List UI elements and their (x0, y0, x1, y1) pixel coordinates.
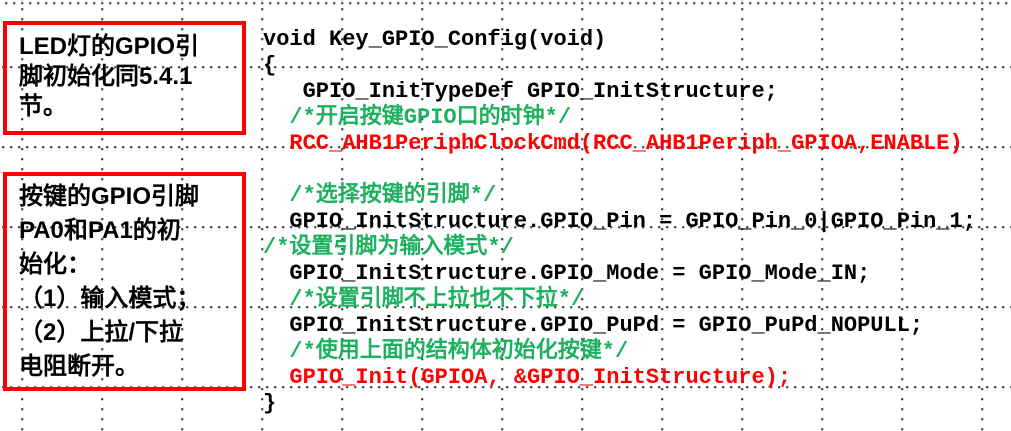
code-line: void Key_GPIO_Config(void) (263, 27, 607, 52)
code-line: GPIO_InitStructure.GPIO_Mode = GPIO_Mode… (263, 261, 871, 286)
note-text-line: 电阻断开。 (19, 353, 139, 380)
code-line: GPIO_InitStructure.GPIO_PuPd = GPIO_PuPd… (263, 313, 924, 338)
note-text-line: 脚初始化同5.4.1 (19, 63, 193, 90)
code-line: } (263, 391, 277, 416)
note-text-line: 始化： (19, 251, 91, 278)
note-box-key-gpio: 按键的GPIO引脚 PA0和PA1的初始化： （1）输入模式； （2）上拉/下拉电阻断… (3, 172, 246, 391)
note-text-line: PA0和PA1的初 (19, 217, 181, 244)
code-line: { (263, 53, 277, 78)
note-text-line: 按键的GPIO引脚 (19, 183, 200, 210)
code-block: void Key_GPIO_Config(void){ GPIO_InitTyp… (263, 27, 976, 417)
code-line: GPIO_InitStructure.GPIO_Pin = GPIO_Pin_0… (263, 209, 976, 234)
note-text-line: 节。 (19, 93, 67, 120)
code-line: RCC_AHB1PeriphClockCmd(RCC_AHB1Periph_GP… (263, 131, 963, 156)
code-line: GPIO_InitTypeDef GPIO_InitStructure; (263, 79, 778, 104)
note-text-line: LED灯的GPIO引 (19, 33, 200, 60)
code-line: GPIO_Init(GPIOA, &GPIO_InitStructure); (263, 365, 792, 390)
note-box-led-gpio: LED灯的GPIO引脚初始化同5.4.1 节。 (3, 21, 246, 135)
code-line (263, 157, 976, 183)
code-comment-line: /*设置引脚不上拉也不下拉*/ (263, 287, 585, 312)
code-comment-line: /*开启按键GPIO口的时钟*/ (263, 105, 572, 130)
code-comment-line: /*使用上面的结构体初始化按键*/ (263, 339, 629, 364)
code-comment-line: /*设置引脚为输入模式*/ (263, 235, 514, 260)
note-text-line: （1）输入模式； (19, 285, 201, 312)
note-text-line: （2）上拉/下拉 (19, 319, 184, 346)
code-comment-line: /*选择按键的引脚*/ (263, 183, 497, 208)
